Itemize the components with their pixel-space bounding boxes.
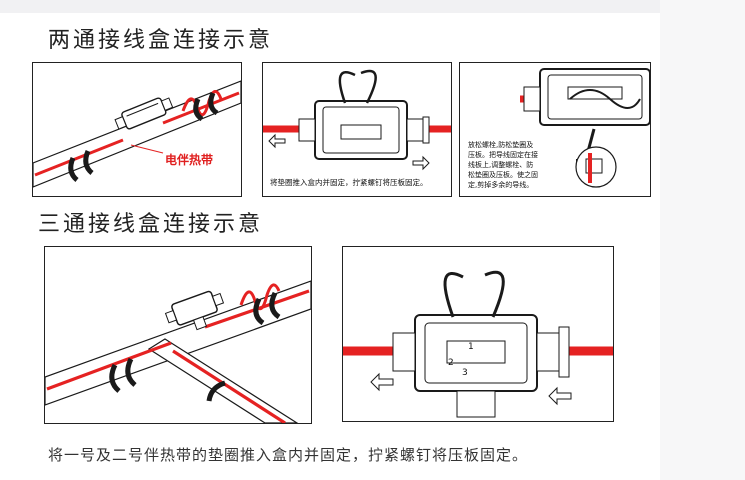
top-strip [0, 0, 745, 13]
panel3-note-line: 松垫圈及压板。使之固 [468, 171, 538, 179]
right-margin [660, 0, 745, 480]
heating-cable-label: 电伴热带 [165, 153, 214, 167]
two-way-title: 两通接线盒连接示意 [48, 28, 274, 53]
two-way-pipe-illustration [32, 62, 242, 197]
panel3-note-line: 放松螺栓,防松垫圈及 [468, 141, 534, 149]
panel2-note: 将垫圈推入盒内并固定，拧紧螺钉将压板固定。 [270, 178, 428, 187]
three-way-title: 三通接线盒连接示意 [38, 212, 264, 237]
terminal-3-label: 3 [462, 368, 468, 378]
two-way-box-assembly [262, 62, 452, 197]
terminal-2-label: 2 [448, 358, 454, 368]
terminal-1-label: 1 [468, 342, 474, 352]
three-way-pipe-illustration [44, 246, 312, 424]
three-way-box-assembly [342, 246, 614, 422]
panel3-note: 放松螺栓,防松垫圈及 压板。把导线固定在接 线板上,调整螺栓、防 松垫圈及压板。… [468, 140, 538, 190]
panel3-note-line: 线板上,调整螺栓、防 [468, 161, 534, 169]
two-way-box-wiring [459, 62, 651, 197]
panel3-note-line: 压板。把导线固定在接 [468, 151, 538, 159]
panel3-note-line: 定,剪掉多余的导线。 [468, 181, 534, 189]
bottom-caption: 将一号及二号伴热带的垫圈推入盒内并固定，拧紧螺钉将压板固定。 [48, 446, 529, 464]
